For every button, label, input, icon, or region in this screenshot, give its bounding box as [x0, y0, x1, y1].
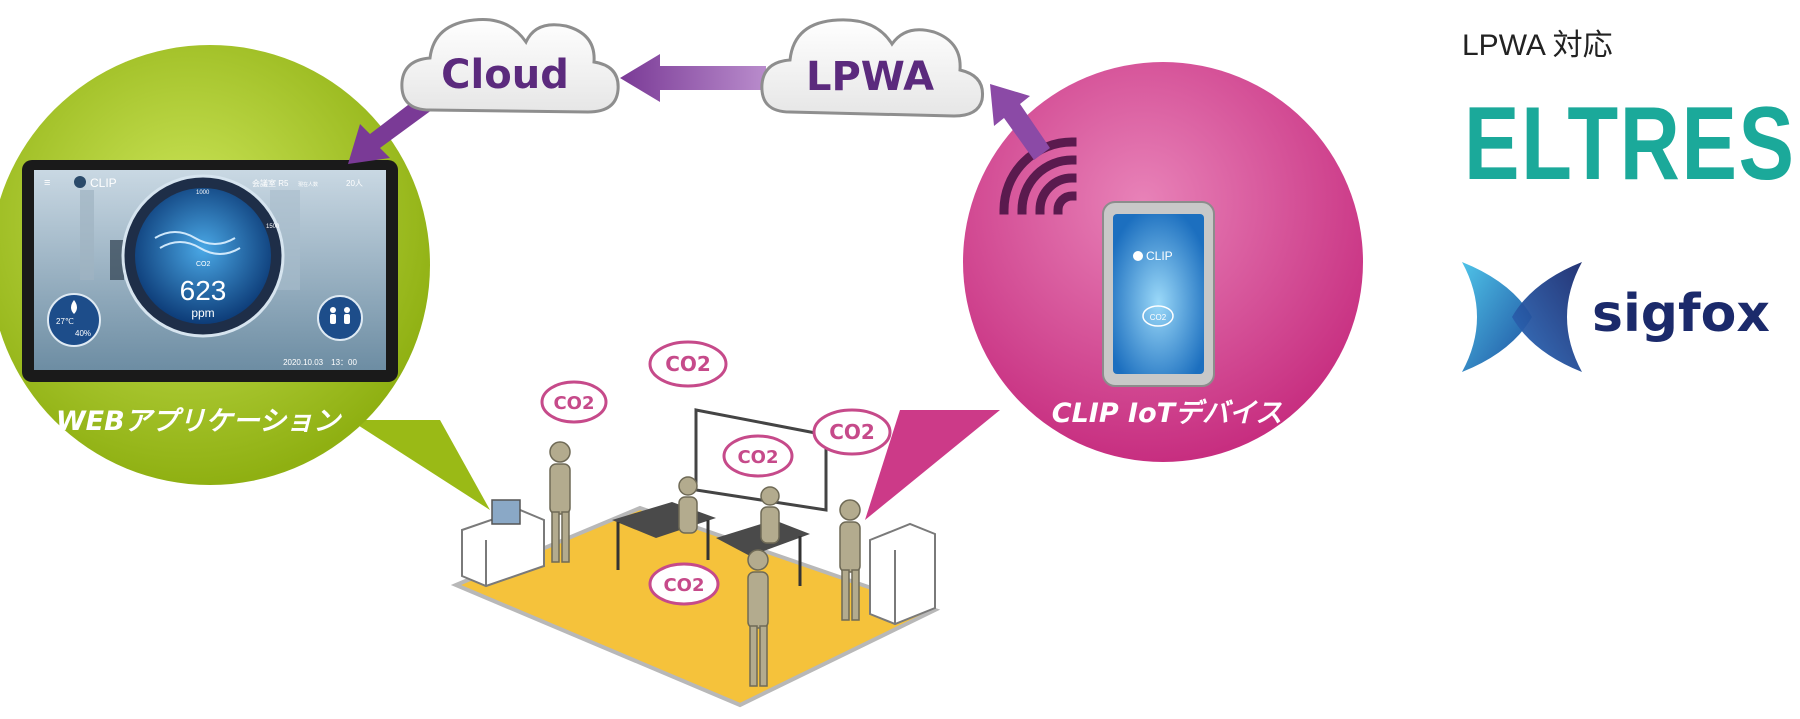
- screen-logo: CLIP: [90, 176, 117, 190]
- office-floor: [450, 505, 941, 708]
- eltres-logo: ELTRES: [1464, 86, 1796, 202]
- cloud-label: Cloud: [441, 52, 569, 98]
- device-logo-mark: [1133, 251, 1143, 261]
- desk-sensor-device: [491, 499, 521, 525]
- co2-bubbles: CO2 CO2 CO2 CO2 CO2: [540, 340, 892, 606]
- co2-bubble: CO2: [722, 434, 794, 478]
- people-icon: [330, 307, 350, 324]
- gauge-co2-icon: CO2: [196, 261, 211, 268]
- sigfox-wordmark: sigfox: [1592, 284, 1770, 344]
- screen-logo-mark: [74, 176, 86, 188]
- co2-bubble: CO2: [540, 380, 608, 424]
- gauge-wave-icon-2: [159, 241, 241, 255]
- people-dial: [317, 295, 363, 341]
- gauge-wave-icon: [154, 231, 236, 245]
- humidity-value: 40%: [75, 329, 91, 338]
- temp-value: 27℃: [56, 317, 74, 326]
- co2-text: CO2: [553, 393, 594, 414]
- temp-humidity-dial: [47, 293, 101, 347]
- person-figure: [549, 441, 861, 687]
- screen-menu-icon: ≡: [44, 177, 50, 189]
- co2-text: CO2: [737, 447, 778, 468]
- lpwa-support-title: LPWA 対応: [1462, 29, 1613, 62]
- co2-bubble: CO2: [648, 340, 728, 388]
- sigfox-mark-icon: [1462, 262, 1582, 372]
- web-app-monitor: ≡ CLIP 会議室 R5 現在人数 20人 CO2 623 ppm 1000 …: [22, 160, 398, 382]
- gauge-scale-1500: 1500: [266, 224, 280, 230]
- screen-people-count: 20人: [346, 179, 363, 188]
- gauge-scale-1000: 1000: [196, 190, 210, 196]
- device-logo: CLIP: [1146, 249, 1173, 263]
- screen-people-label: 現在人数: [298, 181, 318, 188]
- iot-device-phone: CLIP CO2: [1102, 201, 1215, 387]
- flow-arrows: [348, 54, 1050, 164]
- iot-device-label: CLIP IoTデバイス: [1052, 398, 1282, 429]
- co2-bubble: CO2: [648, 562, 720, 606]
- office-scene: [450, 408, 941, 708]
- co2-text: CO2: [663, 575, 704, 596]
- co2-gauge: [135, 188, 271, 324]
- device-co2-icon-cloud: [1142, 305, 1174, 327]
- right-cabinet: [869, 522, 936, 626]
- co2-value: 623: [180, 275, 227, 306]
- screen-datetime: 2020.10.03 13：00: [283, 358, 357, 367]
- web-app-label: WEBアプリケーション: [56, 406, 342, 437]
- lpwa-label: LPWA: [806, 54, 934, 100]
- cloud-shape: [400, 17, 620, 114]
- humidity-drop-icon: [71, 300, 77, 314]
- device-co2-icon: CO2: [1150, 313, 1167, 322]
- screen-room: 会議室 R5: [252, 178, 289, 188]
- co2-bubble: CO2: [812, 408, 892, 456]
- arrow-lpwa-to-cloud: [620, 54, 766, 102]
- arrow-cloud-to-monitor: [348, 92, 440, 164]
- co2-unit: ppm: [191, 306, 214, 320]
- arrow-device-to-lpwa: [990, 84, 1050, 160]
- wifi-signal-icon: [999, 137, 1077, 215]
- lpwa-cloud-shape: [760, 18, 985, 118]
- co2-text: CO2: [829, 420, 875, 444]
- sigfox-logo: sigfox: [1462, 262, 1792, 372]
- co2-text: CO2: [665, 352, 711, 376]
